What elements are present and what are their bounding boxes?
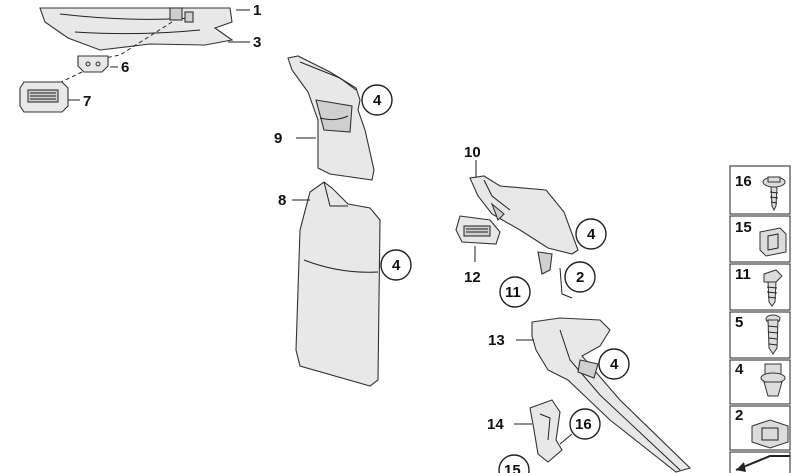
label-8: 8: [278, 192, 286, 209]
spring-clip-icon: [751, 419, 789, 449]
label-1: 1: [253, 2, 261, 19]
label-13: 13: [488, 332, 505, 349]
screw-flanged-icon: [762, 176, 786, 212]
callout-circle-2: [564, 261, 596, 293]
legend-num-2: 2: [735, 407, 743, 424]
callout-4c: 4: [587, 226, 596, 243]
label-7: 7: [83, 93, 91, 110]
callout-circle-15: [498, 454, 530, 473]
label-6: 6: [121, 59, 129, 76]
callout-circle-4b: [380, 249, 412, 281]
legend-box-16: [729, 165, 791, 215]
pillar-trim-part-8: [295, 181, 381, 387]
corner-arrow-icon: [735, 455, 790, 472]
legend-num-16: 16: [735, 173, 752, 190]
push-rivet-icon: [760, 363, 786, 397]
pillar-trim-part-10: [469, 175, 579, 255]
callout-4a: 4: [373, 92, 382, 109]
callout-2: 2: [576, 269, 584, 286]
clip-fragment: [537, 251, 553, 275]
callout-circle-11: [499, 276, 531, 308]
callout-15: 15: [504, 462, 521, 473]
callout-4b: 4: [392, 257, 401, 274]
callout-11: 11: [505, 284, 521, 301]
legend-num-11: 11: [735, 266, 751, 283]
callout-circle-16: [569, 408, 601, 440]
legend-box-11: [729, 263, 791, 311]
label-10: 10: [464, 144, 481, 161]
label-9: 9: [274, 130, 282, 147]
upper-trim-panel: [39, 7, 234, 61]
callout-4d: 4: [610, 356, 619, 373]
label-3: 3: [253, 34, 261, 51]
legend-num-15: 15: [735, 219, 752, 236]
grille-part-7: [19, 81, 69, 113]
screw-short-icon: [763, 269, 783, 307]
screw-tapping-icon: [765, 314, 781, 355]
belt-trim-part-13: [531, 317, 692, 473]
callout-circle-4a: [361, 84, 393, 116]
bracket-part-14: [529, 399, 563, 463]
pillar-trim-part-9: [287, 55, 375, 181]
legend-num-4: 4: [735, 361, 744, 378]
callout-circle-4d: [598, 348, 630, 380]
callout-16: 16: [575, 416, 592, 433]
hardware-legend: 16 15 11 5 4: [729, 165, 791, 473]
label-12: 12: [464, 269, 481, 286]
legend-num-5: 5: [735, 314, 743, 331]
label-14: 14: [487, 416, 504, 433]
clip-nut-icon: [759, 227, 787, 257]
callout-circle-4c: [575, 218, 607, 250]
grille-part-12: [455, 215, 501, 245]
bracket-part-6: [77, 55, 109, 73]
